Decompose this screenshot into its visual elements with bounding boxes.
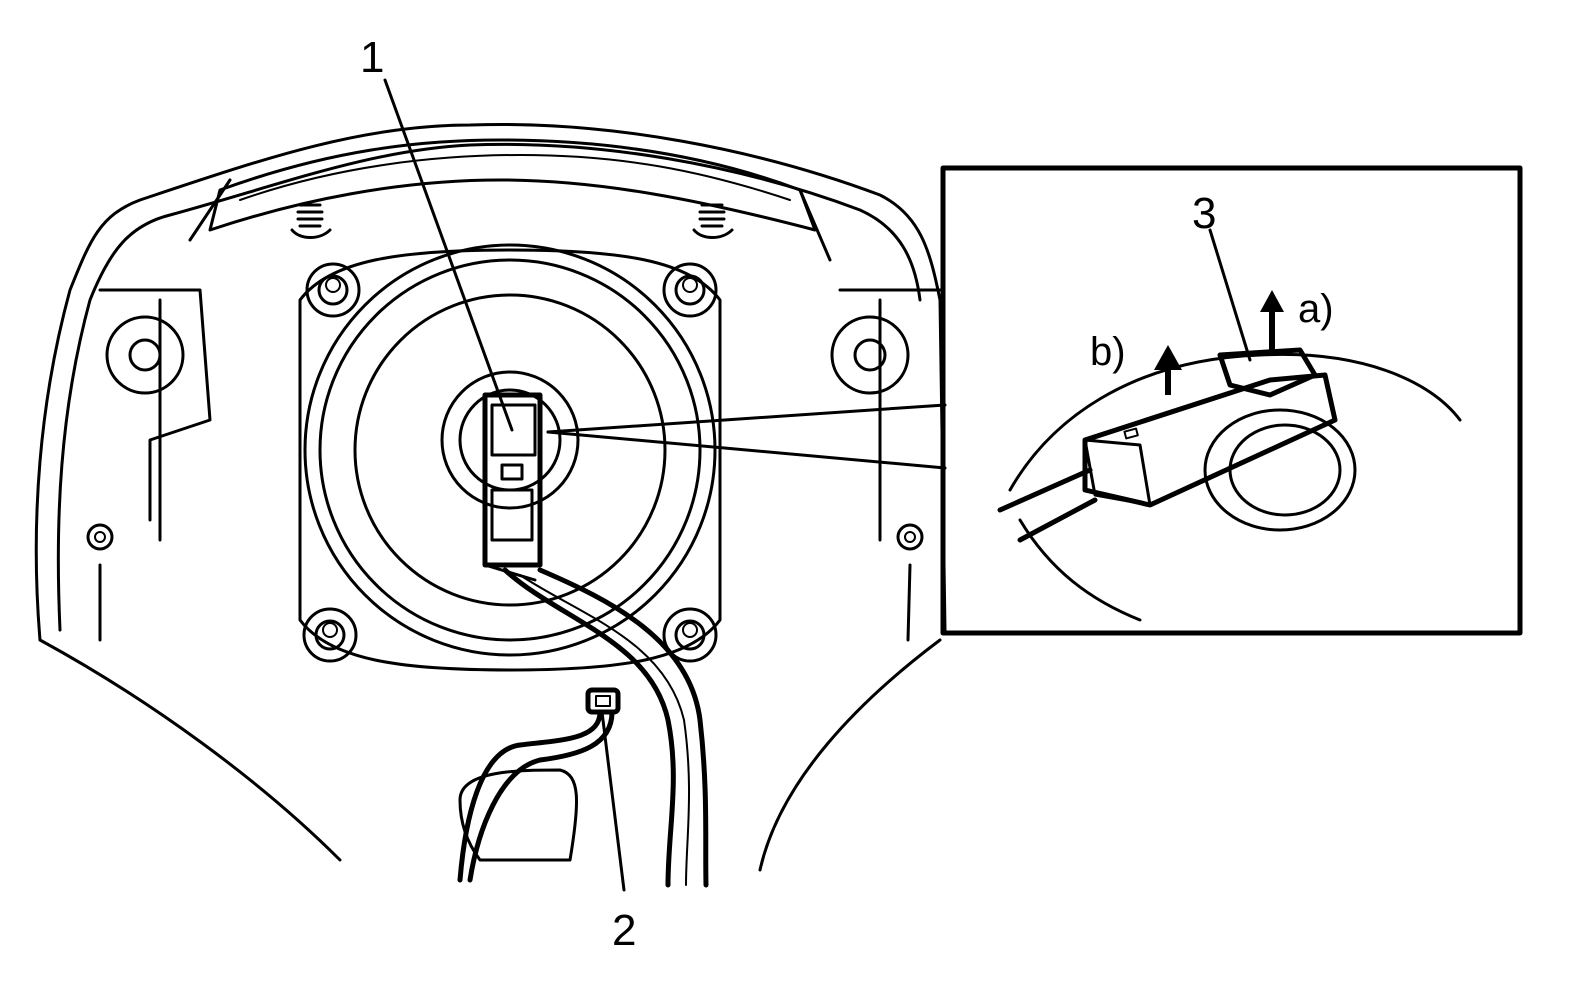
nut-bottom-left — [302, 607, 358, 663]
callout-b-label: b) — [1090, 330, 1126, 374]
nut-top-right — [662, 262, 718, 318]
callout-a-label: a) — [1298, 287, 1334, 331]
callout-3-label: 3 — [1192, 189, 1216, 238]
clock-spring-rings — [303, 243, 717, 657]
connector-1 — [482, 392, 543, 582]
steering-wheel-housing — [34, 123, 947, 872]
zoom-wedge — [546, 403, 947, 470]
mounting-plate — [298, 248, 722, 672]
connector-2 — [457, 687, 621, 883]
leader-lines — [383, 78, 1252, 892]
nut-bottom-right — [662, 607, 718, 663]
right-rivet — [896, 523, 924, 642]
nut-top-left — [305, 262, 361, 318]
arrow-a — [1260, 290, 1284, 355]
left-mount-boss — [105, 315, 185, 395]
harness-main — [502, 567, 709, 888]
top-right-spring-clip — [692, 203, 734, 239]
callout-2-label: 2 — [612, 906, 636, 955]
lower-cutout — [458, 768, 578, 862]
detail-inset — [940, 165, 1523, 636]
top-left-spring-clip — [290, 203, 332, 239]
left-rivet — [86, 523, 114, 642]
callout-1-label: 1 — [360, 33, 384, 82]
right-mount-boss — [830, 315, 910, 395]
arrow-b — [1154, 345, 1182, 395]
